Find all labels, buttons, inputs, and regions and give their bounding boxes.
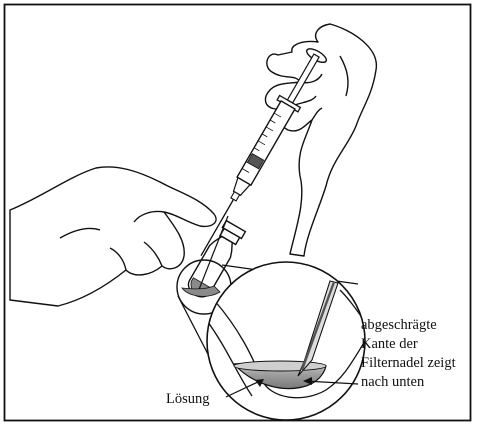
bevel-label-line: Kante der xyxy=(361,335,456,354)
bevel-label-line: nach unten xyxy=(361,373,456,392)
bevel-label-line: abgeschrägte xyxy=(361,316,456,335)
left-hand-icon xyxy=(10,167,216,306)
connector-line-bottom xyxy=(178,296,212,362)
bevel-label: abgeschrägte Kante der Filternadel zeigt… xyxy=(361,316,456,392)
magnifier-icon xyxy=(205,262,368,420)
bevel-label-line: Filternadel zeigt xyxy=(361,354,456,373)
solution-label: Lösung xyxy=(166,390,210,409)
